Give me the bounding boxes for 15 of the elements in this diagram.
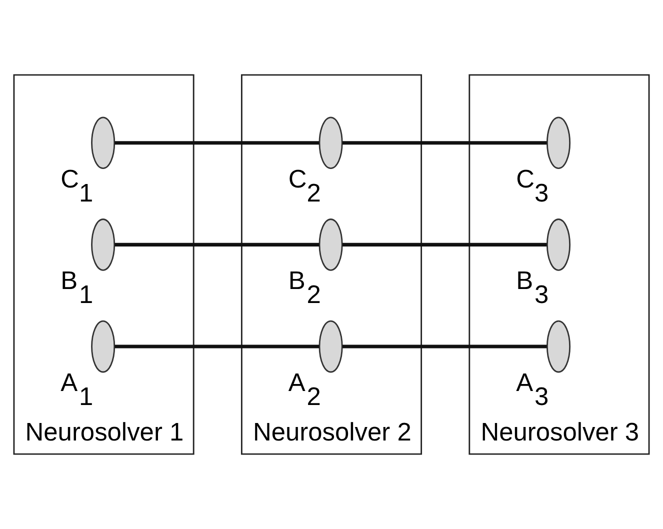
connector [114,344,320,348]
connector [342,344,547,348]
node-ellipse [318,116,343,170]
node-ellipse [91,116,116,170]
node-ellipse [546,320,571,373]
node-ellipse [546,218,571,271]
node-ellipse [546,116,571,170]
connector [342,242,547,246]
node-ellipse [318,218,343,271]
node-ellipse [318,320,343,373]
connector [114,242,320,246]
connector [342,141,547,145]
connector [114,141,320,145]
node-ellipse [91,320,116,373]
node-ellipse [91,218,116,271]
